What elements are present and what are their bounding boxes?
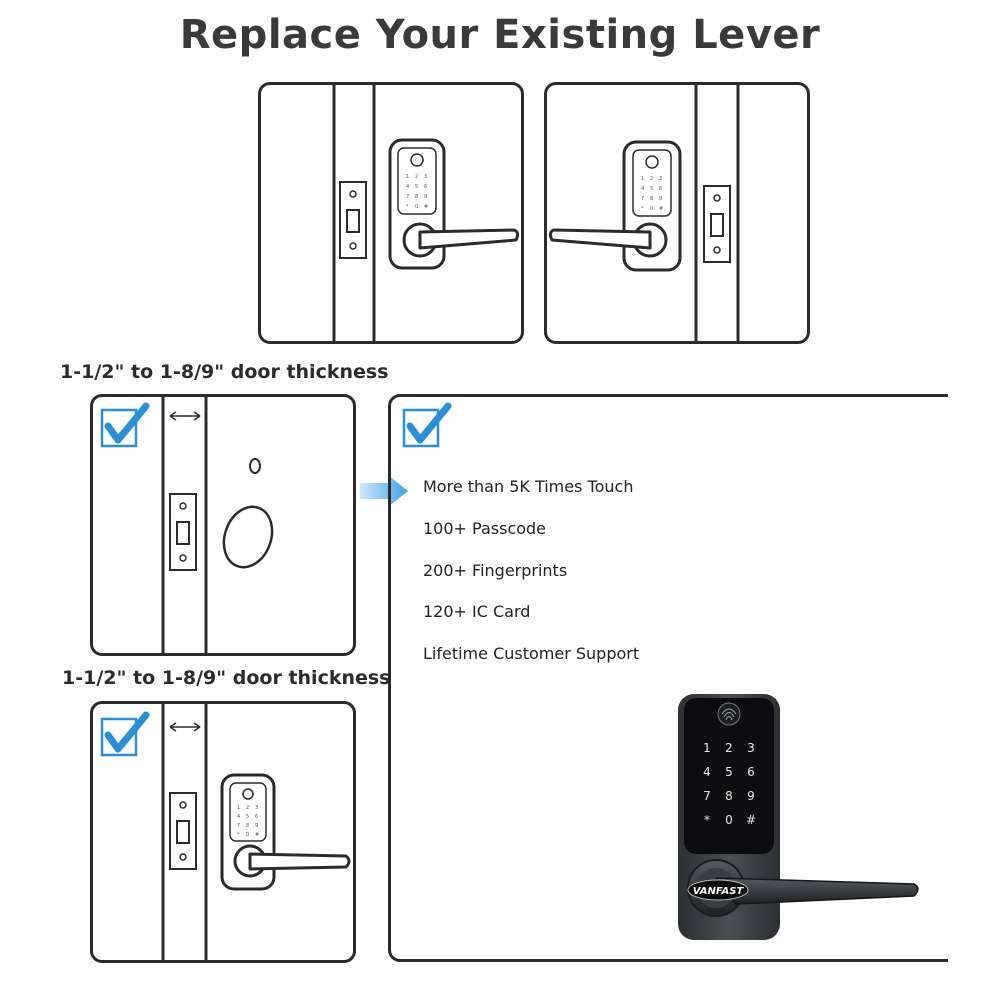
svg-text:1: 1: [641, 176, 644, 182]
svg-text:3: 3: [659, 176, 662, 182]
svg-text:2: 2: [650, 176, 653, 182]
svg-text:9: 9: [659, 196, 662, 202]
svg-text:0: 0: [246, 832, 249, 838]
svg-text:3: 3: [255, 805, 258, 811]
svg-text:5: 5: [650, 186, 653, 192]
svg-text:4: 4: [406, 184, 409, 190]
feature-fingerprints: 200+ Fingerprints: [423, 561, 568, 580]
svg-text:*: *: [237, 832, 240, 838]
svg-text:7: 7: [641, 196, 644, 202]
svg-text:*: *: [704, 813, 710, 827]
svg-text:*: *: [641, 206, 644, 212]
svg-text:7: 7: [237, 823, 240, 829]
svg-text:8: 8: [415, 194, 418, 200]
svg-text:4: 4: [641, 186, 644, 192]
door-panel-right: [544, 82, 810, 344]
page-title: Replace Your Existing Lever: [179, 12, 821, 58]
svg-text:7: 7: [703, 789, 711, 803]
double-arrow-icon: [169, 722, 201, 732]
svg-text:3: 3: [424, 174, 427, 180]
checkmark-icon: [100, 402, 150, 448]
feature-support: Lifetime Customer Support: [423, 644, 640, 663]
svg-text:6: 6: [747, 765, 755, 779]
smart-lock-product: 1 2 3 4 5 6 7 8 9 * 0 # VANFAST: [678, 694, 919, 940]
svg-text:#: #: [659, 206, 663, 212]
fingerprint-icon: [717, 702, 741, 726]
svg-text:7: 7: [406, 194, 409, 200]
svg-text:0: 0: [650, 206, 653, 212]
svg-text:3: 3: [747, 741, 755, 755]
feature-passcode: 100+ Passcode: [423, 519, 547, 538]
svg-text:6: 6: [424, 184, 427, 190]
double-arrow-icon: [169, 411, 201, 421]
brand-logo: VANFAST: [693, 886, 745, 897]
checkmark-icon: [100, 711, 150, 757]
svg-text:8: 8: [725, 789, 733, 803]
door-thickness-label-top: 1-1/2" to 1-8/9" door thickness: [60, 361, 389, 383]
svg-text:5: 5: [415, 184, 418, 190]
svg-text:#: #: [424, 204, 428, 210]
door-edge-drawing-top: [100, 394, 274, 656]
arrow-right-icon: [360, 475, 408, 507]
door-thickness-label-bottom: 1-1/2" to 1-8/9" door thickness: [62, 667, 391, 689]
svg-text:5: 5: [725, 765, 733, 779]
door-edge-panel-top: [90, 394, 356, 656]
svg-text:1: 1: [237, 805, 240, 811]
svg-text:1: 1: [703, 741, 711, 755]
svg-text:8: 8: [246, 823, 249, 829]
svg-text:0: 0: [725, 813, 733, 827]
svg-text:4: 4: [237, 814, 240, 820]
svg-text:0: 0: [415, 204, 418, 210]
svg-text:8: 8: [650, 196, 653, 202]
svg-text:4: 4: [703, 765, 711, 779]
svg-text:5: 5: [246, 814, 249, 820]
svg-text:2: 2: [246, 805, 249, 811]
svg-text:*: *: [406, 204, 409, 210]
svg-text:9: 9: [255, 823, 258, 829]
feature-ic-card: 120+ IC Card: [423, 602, 531, 621]
svg-text:9: 9: [424, 194, 427, 200]
checkmark-icon: [402, 402, 452, 448]
svg-text:2: 2: [725, 741, 733, 755]
feature-touch: More than 5K Times Touch: [423, 477, 634, 496]
svg-text:#: #: [255, 832, 259, 838]
svg-text:1: 1: [406, 174, 409, 180]
svg-text:6: 6: [659, 186, 662, 192]
svg-text:9: 9: [747, 789, 755, 803]
svg-text:6: 6: [255, 814, 258, 820]
features-panel: [388, 394, 948, 962]
svg-text:#: #: [746, 813, 756, 827]
svg-text:2: 2: [415, 174, 418, 180]
